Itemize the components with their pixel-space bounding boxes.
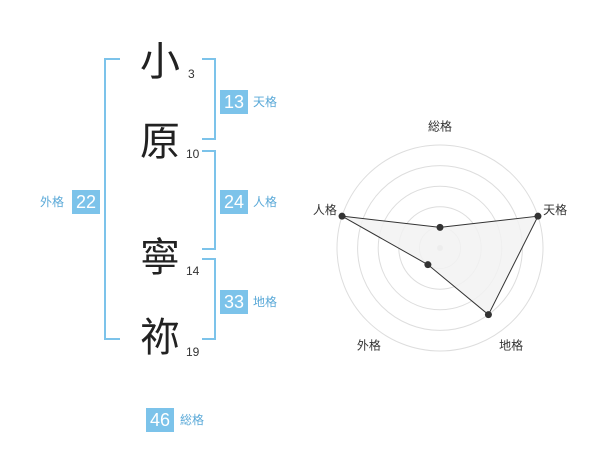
soukaku-value: 46 — [146, 408, 174, 432]
radar-polygon — [341, 215, 539, 316]
radar-axis-label-5: 人格 — [313, 202, 337, 217]
name-char-3: 寧 — [140, 235, 180, 281]
radar-point-2 — [534, 212, 542, 220]
chikaku-value: 33 — [220, 290, 248, 314]
jinkaku-value: 24 — [220, 190, 248, 214]
name-char-2: 原 — [140, 119, 180, 165]
radar-ring-5 — [336, 144, 544, 352]
tenkaku-value: 13 — [220, 90, 248, 114]
gaikaku-bracket — [104, 58, 120, 340]
radar-point-5 — [338, 212, 346, 220]
radar-axis-label-4: 外格 — [357, 337, 381, 352]
jinkaku-label: 人格 — [253, 195, 278, 209]
radar-point-3 — [484, 311, 492, 319]
jinkaku-bracket — [202, 150, 216, 250]
stroke-count-2: 10 — [186, 147, 200, 161]
radar-axis-label-3: 地格 — [499, 337, 523, 352]
radar-axis-label-2: 天格 — [543, 202, 567, 217]
radar-point-4 — [424, 261, 432, 269]
name-char-1: 小 — [140, 39, 180, 85]
soukaku-label: 総格 — [180, 413, 205, 427]
tenkaku-label: 天格 — [253, 95, 278, 109]
gaikaku-label: 外格 — [40, 195, 65, 209]
chikaku-bracket — [202, 258, 216, 340]
stroke-count-1: 3 — [188, 67, 195, 81]
radar-axis-label-1: 総格 — [428, 119, 452, 134]
radar-point-1 — [436, 223, 444, 231]
gaikaku-value: 22 — [72, 190, 100, 214]
tenkaku-bracket — [202, 58, 216, 140]
stroke-count-3: 14 — [186, 264, 200, 278]
name-char-4: 祢 — [140, 315, 180, 361]
chikaku-label: 地格 — [253, 295, 278, 309]
stroke-count-4: 19 — [186, 345, 200, 359]
